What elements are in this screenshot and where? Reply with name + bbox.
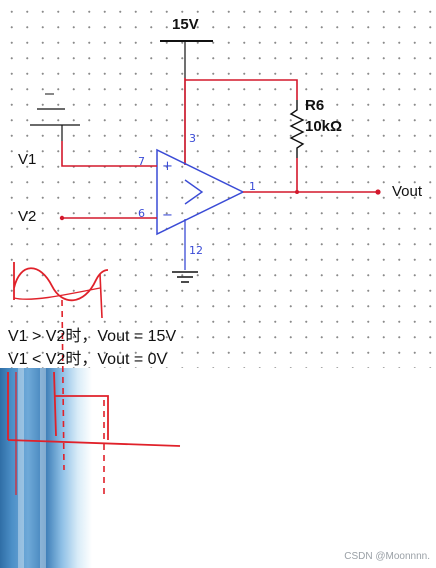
v1-wire <box>61 141 157 167</box>
opamp-pin-minus-number: 6 <box>138 207 145 220</box>
opamp-minus-sign: − <box>162 208 173 223</box>
panel-stripe <box>18 368 24 568</box>
note-line-2: V1 < V2时，Vout = 0V <box>8 351 168 368</box>
output-node <box>295 190 299 194</box>
opamp-buffer-symbol <box>184 179 204 205</box>
v1-label: V1 <box>18 151 37 168</box>
resistor-name: R6 <box>305 97 325 114</box>
opamp-plus-sign: + <box>162 159 173 174</box>
panel-stripe <box>40 368 46 568</box>
pullup-wire <box>185 79 298 100</box>
watermark: CSDN @Moonnnn. <box>344 551 430 562</box>
opamp-pin-top: 3 <box>189 132 196 145</box>
ink-waveform <box>13 262 109 302</box>
opamp-pin-plus-number: 7 <box>138 155 145 168</box>
resistor-value: 10kΩ <box>305 118 343 135</box>
opamp-pin-bottom: 12 <box>189 244 203 257</box>
v2-node <box>59 215 65 221</box>
ink-tick <box>99 273 103 319</box>
note-line-1: V1 > V2时，Vout = 15V <box>8 328 177 345</box>
ink-dashed-guides <box>61 299 105 498</box>
opamp-triangle <box>156 148 245 236</box>
grid-dots <box>0 0 436 368</box>
ink-baseline <box>13 287 101 300</box>
v2-label: V2 <box>18 208 37 225</box>
vout-label: Vout <box>392 183 423 200</box>
output-terminal <box>375 189 381 195</box>
opamp-pin-out: 1 <box>249 180 256 193</box>
ink-square-wave <box>7 371 181 447</box>
supply-label: 15V <box>172 16 199 33</box>
background-blue-panel <box>0 368 436 568</box>
resistor-r6 <box>289 100 305 158</box>
